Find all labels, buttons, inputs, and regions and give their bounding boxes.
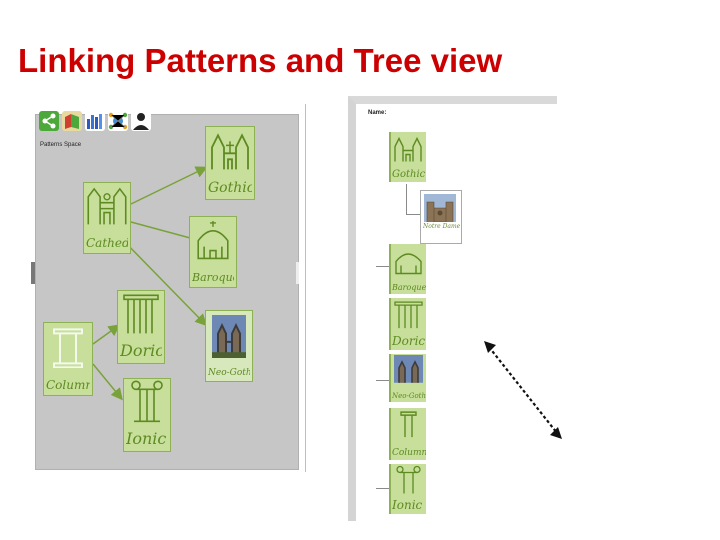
node-label: Notre Dame — [423, 223, 461, 230]
gothic-church-icon — [211, 133, 249, 170]
baroque-dome-icon — [197, 220, 229, 260]
node-label: Ionic — [392, 498, 423, 512]
tree-node-neo-gothic[interactable]: Neo-Gothic — [389, 354, 426, 402]
user-icon[interactable] — [131, 111, 151, 131]
scroll-handle[interactable] — [296, 262, 299, 284]
tree-node-baroque[interactable]: Baroque — [389, 244, 426, 294]
tree-node-ionic[interactable]: Ionic — [389, 464, 426, 514]
slide-title: Linking Patterns and Tree view — [18, 42, 503, 79]
card-label: Baroque — [192, 271, 234, 284]
card-label: Ionic — [126, 429, 167, 448]
tree-connector — [406, 214, 420, 215]
tree-connector — [376, 380, 389, 381]
pattern-space-label: Patterns Space — [40, 142, 82, 148]
pattern-card-baroque[interactable]: Baroque — [189, 216, 237, 288]
node-label: Columns — [392, 448, 426, 458]
node-label: Neo-Gothic — [392, 392, 426, 400]
resize-arrow-icon — [484, 341, 562, 439]
node-label: Gothic — [392, 169, 426, 180]
map-icon[interactable] — [62, 111, 82, 131]
tree-node-doric[interactable]: Doric — [389, 298, 426, 350]
tree-header: Name: — [368, 110, 387, 116]
pattern-card-doric[interactable]: Doric — [117, 290, 165, 364]
gothic-church-icon — [394, 136, 422, 162]
share-icon[interactable] — [39, 111, 59, 131]
cathedral-icon — [87, 187, 127, 225]
chart-icon[interactable] — [85, 111, 105, 131]
panel-splitter[interactable] — [31, 262, 35, 284]
tree-view-panel: Name: Gothic Notre Dame Baroque Doric — [348, 96, 557, 521]
card-label: Cathedral — [86, 236, 128, 250]
node-label: Doric — [392, 334, 426, 348]
toolbar — [39, 110, 151, 132]
pattern-card-neo-gothic[interactable]: Neo-Gothic — [205, 310, 253, 382]
tree-node-gothic[interactable]: Gothic — [389, 132, 426, 182]
node-label: Baroque — [392, 283, 426, 292]
globe-network-icon[interactable] — [108, 111, 128, 131]
card-label: Columns — [46, 378, 90, 392]
neo-gothic-photo — [212, 315, 246, 359]
doric-column-icon — [394, 301, 423, 329]
pattern-space-panel: Patterns Space Gothic Cathedral — [31, 104, 306, 472]
card-label: Neo-Gothic — [208, 368, 250, 378]
notre-dame-photo — [424, 194, 456, 223]
column-icon — [53, 328, 83, 368]
card-label: Gothic — [208, 180, 252, 196]
ionic-column-icon — [396, 465, 421, 494]
pattern-card-ionic[interactable]: Ionic — [123, 378, 171, 452]
tree-connector — [406, 184, 407, 214]
tree-node-columns[interactable]: Columns — [389, 408, 426, 460]
tree-connector — [376, 266, 389, 267]
pattern-card-cathedral[interactable]: Cathedral — [83, 182, 131, 254]
ionic-column-icon — [131, 380, 163, 423]
column-icon — [400, 411, 417, 438]
card-label: Doric — [120, 341, 162, 360]
pattern-card-columns[interactable]: Columns — [43, 322, 93, 396]
pattern-card-gothic[interactable]: Gothic — [205, 126, 255, 200]
tree-connector — [376, 488, 389, 489]
neo-gothic-photo — [394, 354, 423, 383]
tree-node-notre-dame[interactable]: Notre Dame — [420, 190, 462, 244]
doric-column-icon — [123, 294, 159, 334]
baroque-dome-icon — [395, 253, 422, 275]
